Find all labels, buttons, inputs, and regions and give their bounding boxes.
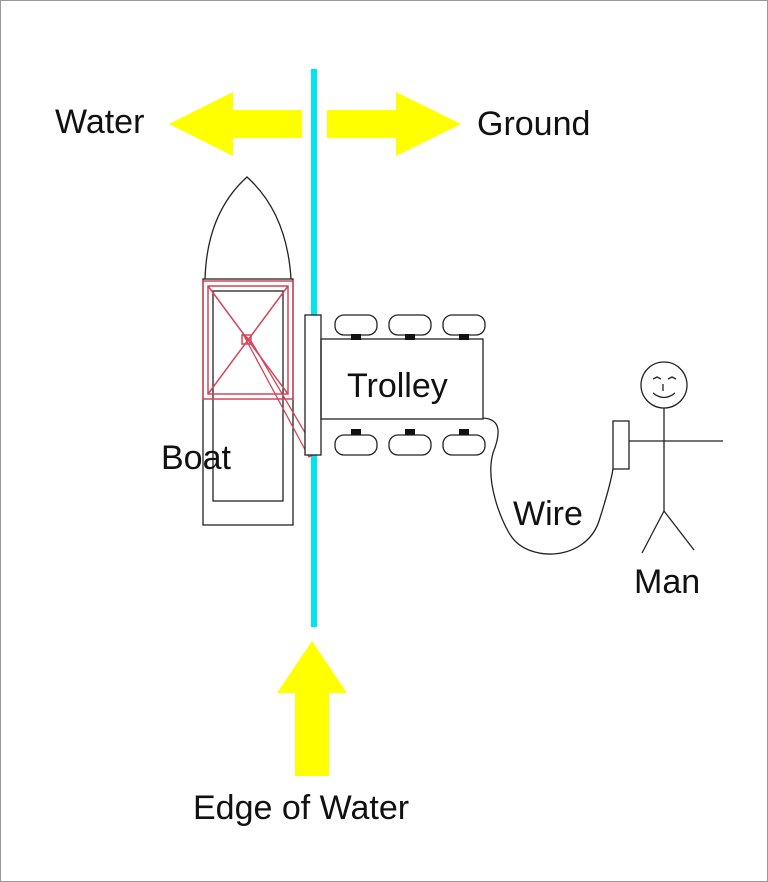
boat-label: Boat (161, 439, 231, 477)
trolley-wheels-bottom (334, 434, 486, 456)
water-arrow-icon (169, 92, 302, 156)
trolley-wheels-top (334, 314, 486, 336)
remote-control-icon (612, 420, 630, 470)
wire-label: Wire (513, 495, 583, 533)
stick-man-icon (629, 361, 723, 554)
trolley-label: Trolley (347, 367, 448, 405)
ground-arrow-icon (327, 92, 461, 156)
control-wire (482, 417, 614, 555)
trolley-front-bar (304, 314, 322, 456)
boat-cradle-frame (202, 280, 294, 400)
ground-label: Ground (477, 105, 590, 143)
trolley-wheel-hubs (351, 334, 469, 435)
boat-bow (204, 176, 292, 280)
edge-of-water-arrow-icon (277, 641, 347, 776)
water-label: Water (55, 103, 144, 141)
boat-hull (202, 278, 294, 526)
trolley-body (320, 338, 484, 420)
edge-of-water-label: Edge of Water (193, 789, 409, 827)
man-label: Man (634, 563, 700, 601)
